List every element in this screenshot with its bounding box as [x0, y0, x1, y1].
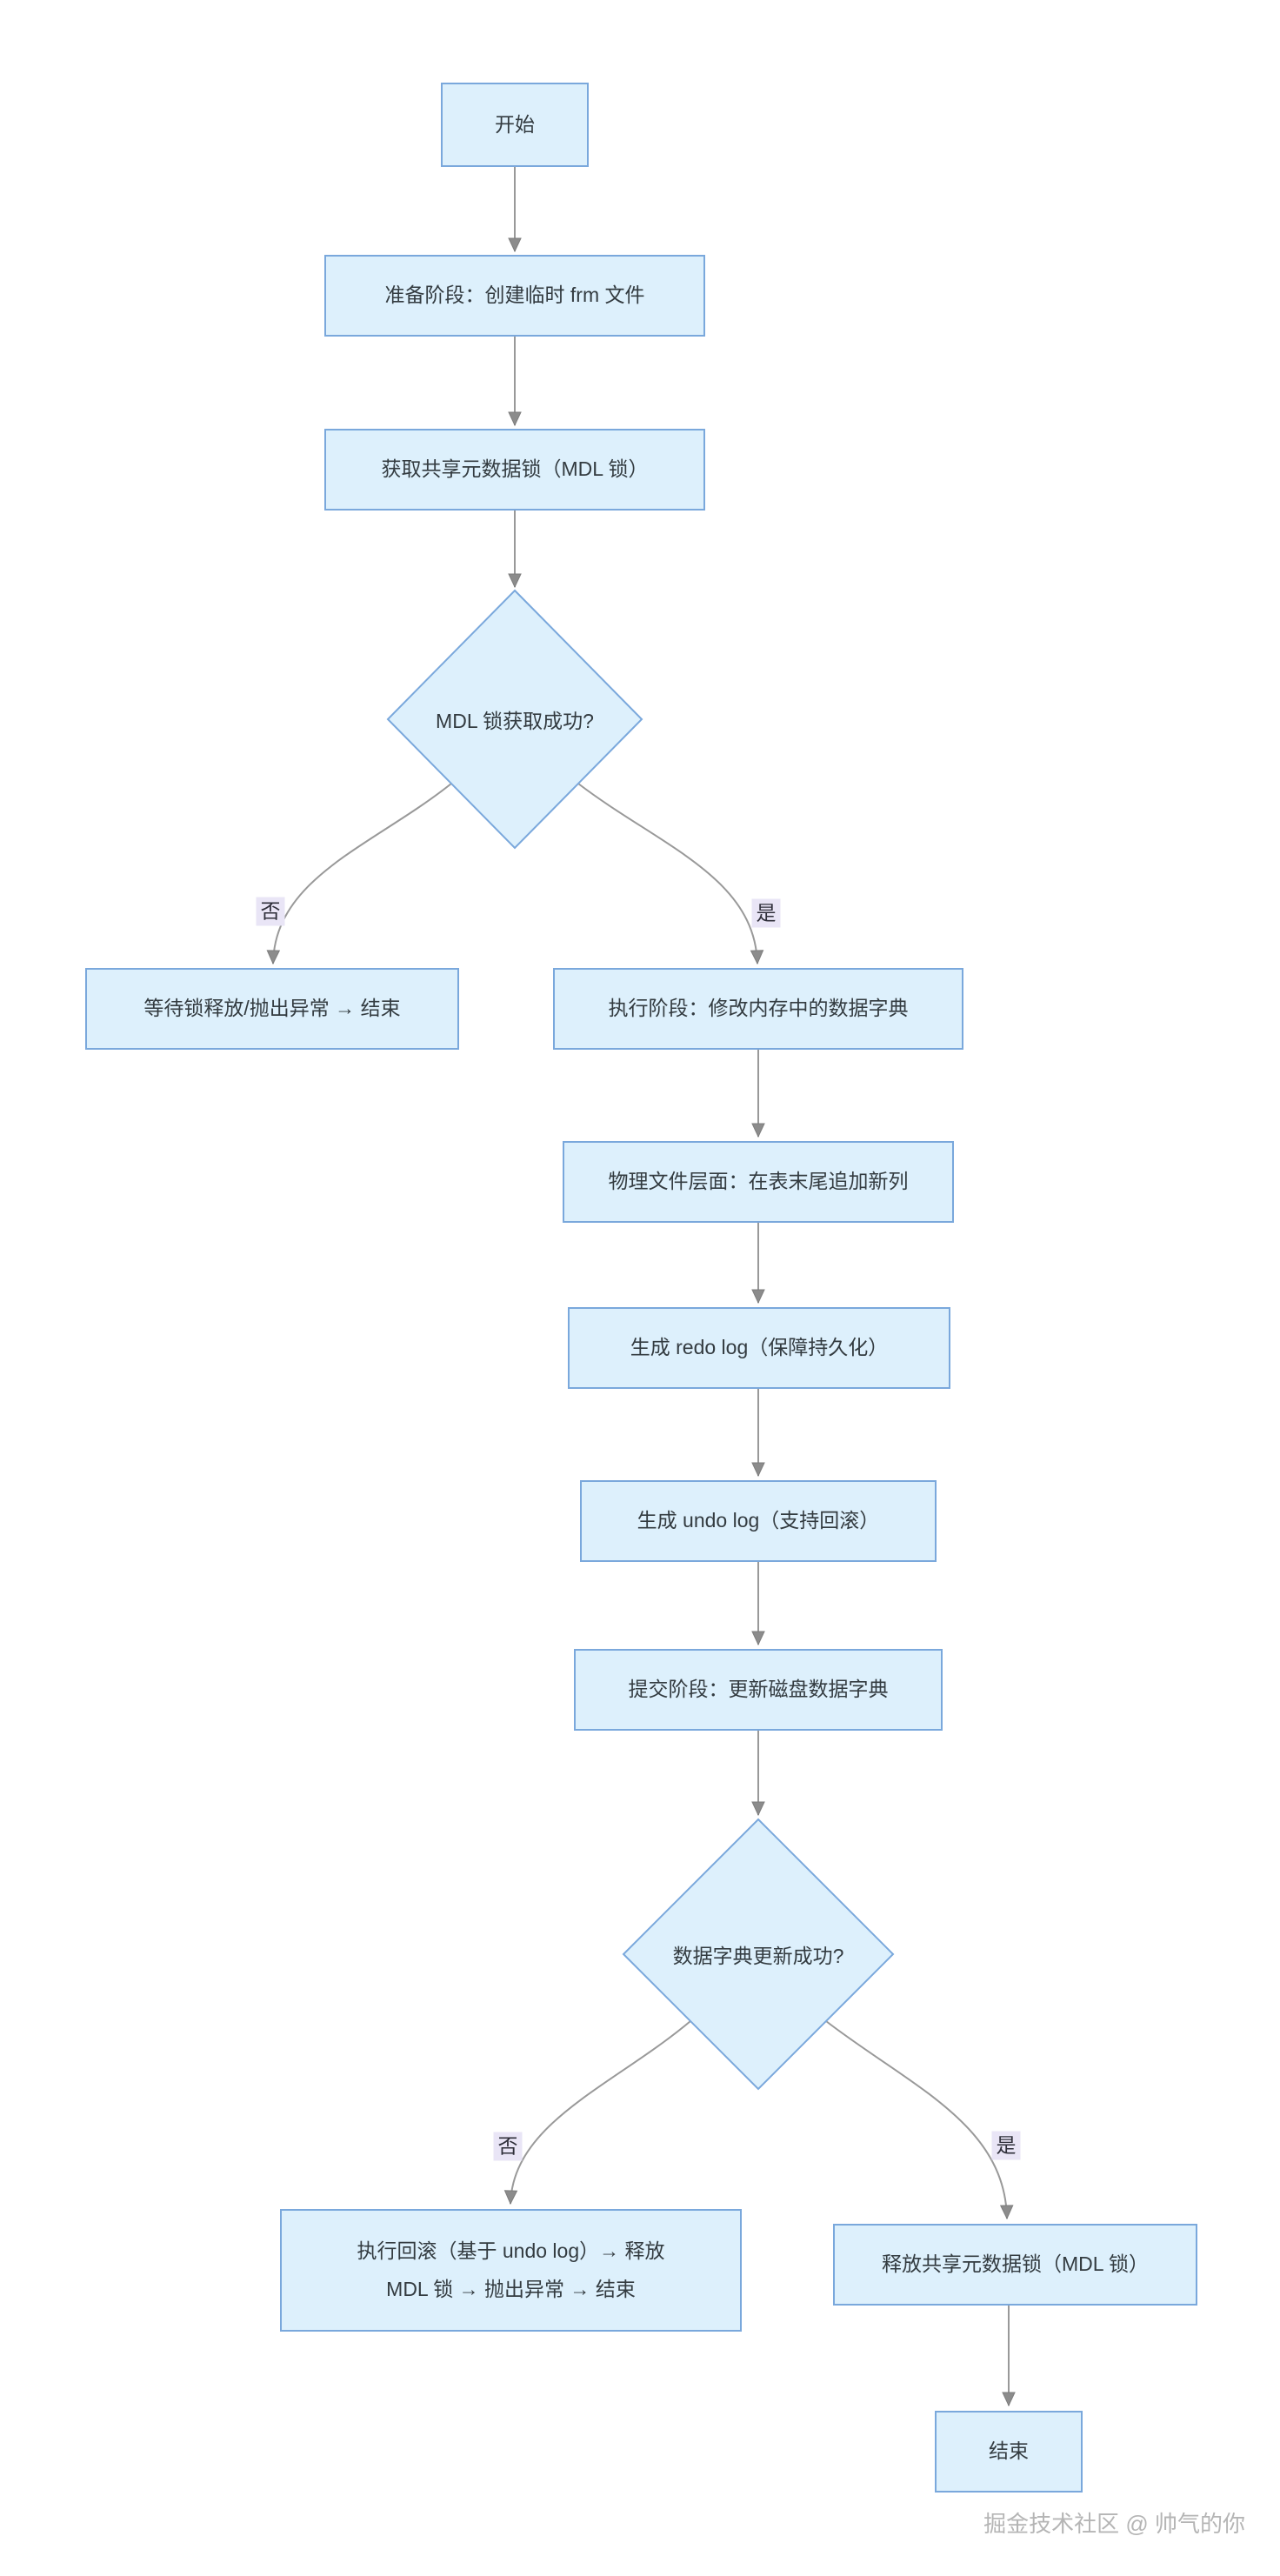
edge-label-yes-1: 是 [751, 898, 781, 928]
watermark: 掘金技术社区 @ 帅气的你 [983, 2511, 1245, 2537]
flow-node-wait-abort: 等待锁释放/抛出异常 → 结束 [85, 968, 459, 1050]
decision-mdl-label: MDL 锁获取成功? [436, 710, 594, 732]
flow-node-execute: 执行阶段：修改内存中的数据字典 [553, 968, 963, 1050]
edge-decision1-no [266, 783, 452, 965]
flow-node-release-mdl: 释放共享元数据锁（MDL 锁） [833, 2224, 1197, 2306]
decision-dict-label: 数据字典更新成功? [672, 1945, 844, 1967]
edge-decision2-no [503, 2020, 691, 2206]
flow-node-end: 结束 [935, 2411, 1083, 2493]
flow-node-undo-log: 生成 undo log（支持回滚） [580, 1480, 937, 1562]
decision-dict-shape [622, 1818, 895, 2091]
flow-node-start: 开始 [441, 83, 589, 167]
flow-node-commit: 提交阶段：更新磁盘数据字典 [574, 1649, 943, 1731]
flow-node-prepare: 准备阶段：创建临时 frm 文件 [324, 255, 705, 337]
flow-node-physical: 物理文件层面：在表末尾追加新列 [563, 1141, 954, 1223]
flow-node-redo-log: 生成 redo log（保障持久化） [568, 1307, 950, 1389]
flow-node-rollback: 执行回滚（基于 undo log）→ 释放 MDL 锁 → 抛出异常 → 结束 [280, 2209, 742, 2332]
edge-label-no-2: 否 [493, 2132, 523, 2161]
flow-node-acquire-mdl: 获取共享元数据锁（MDL 锁） [324, 429, 705, 511]
decision-mdl-shape [386, 589, 643, 850]
edge-label-yes-2: 是 [991, 2131, 1021, 2160]
edge-label-no-1: 否 [256, 897, 285, 926]
edge-decision2-yes [825, 2020, 1014, 2220]
edge-decision1-yes [577, 783, 764, 965]
